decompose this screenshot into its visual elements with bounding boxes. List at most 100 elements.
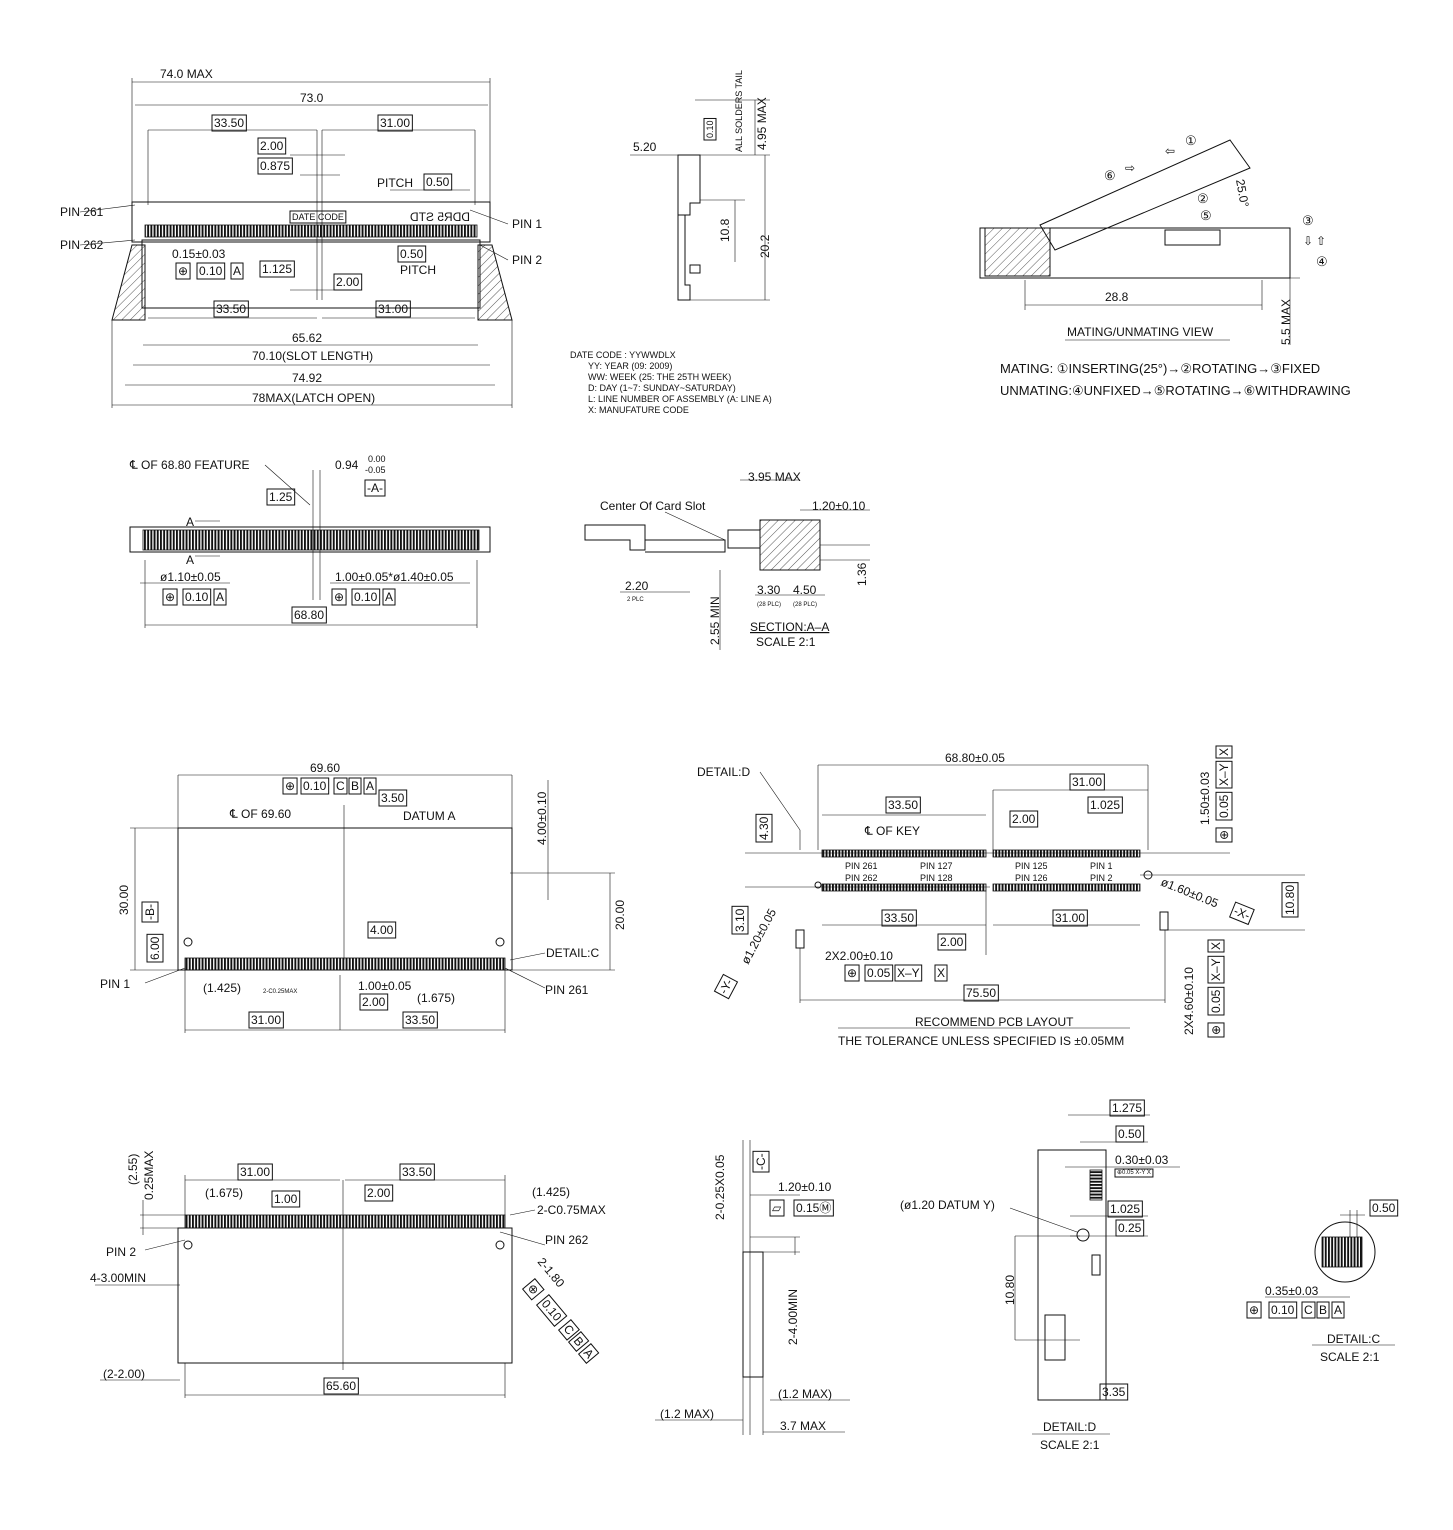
note-solder-tail: ALL SOLDERS TAIL [734, 70, 744, 152]
tolerance-value: 0.10 [354, 590, 378, 604]
dimension-box [793, 1199, 834, 1217]
position-tolerance-icon: ⊕ [1217, 830, 1231, 840]
dim-400-min: 2-4.00MIN [786, 1289, 800, 1345]
centerline-label: ℄ OF 69.60 [229, 807, 291, 821]
dim-angle: 25.0° [1233, 178, 1252, 208]
dim-chamfer: 2-C0.75MAX [537, 1203, 606, 1217]
dimension-box [1215, 760, 1233, 789]
tolerance-value: 0.10 [199, 264, 223, 278]
detail-d-pads [1089, 1169, 1103, 1201]
label-pin-2: PIN 2 [1090, 873, 1113, 883]
dimension-box [937, 933, 967, 951]
datum-a-box: -A- [367, 481, 383, 495]
dim-left-span-2: 33.50 [884, 911, 914, 925]
note-2-plc: 2 PLC [627, 597, 644, 603]
dim-400: 4.00 [370, 923, 394, 937]
dimension-box [348, 777, 362, 795]
datum-c-box: -C- [754, 1153, 768, 1170]
dimension-box [257, 137, 287, 155]
dim-hole-left: ø1.10±0.05 [160, 570, 221, 584]
dimension-box [1331, 1301, 1345, 1319]
dimension-box [713, 973, 739, 1000]
tolerance-value: 0.05 [1217, 794, 1231, 818]
dim-1675: (1.675) [205, 1186, 243, 1200]
dim-pitch: 0.50 [426, 175, 450, 189]
section-slot [727, 529, 761, 549]
mating-view-title: MATING/UNMATING VIEW [1067, 325, 1214, 339]
dimension-box [1215, 827, 1233, 843]
dim-450: 4.50 [793, 583, 817, 597]
dimension-box [367, 921, 397, 939]
ddr5-std-mark: DDR5 STD [410, 210, 470, 224]
dimension-box [1207, 939, 1225, 953]
bottom-contacts [184, 957, 506, 971]
dimension-box [359, 993, 389, 1011]
label-pin-126: PIN 126 [1015, 873, 1048, 883]
dimension-box [331, 588, 347, 606]
detail-d: 1.275 0.50 0.30±0.03 ⊕0.05 X-Y X (ø1.20 … [900, 1099, 1180, 1452]
note-28-plc: (28 PLC) [793, 602, 817, 608]
dimension-box [1369, 1199, 1399, 1217]
bottom-view: 69.60 ⊕ 0.10 C B A 3.50 ℄ OF 69.60 DATUM… [100, 761, 627, 1033]
dim-300-min: 4-3.00MIN [90, 1271, 146, 1285]
tolerance-datum: C [336, 779, 345, 793]
label-pin-128: PIN 128 [920, 873, 953, 883]
dim-right-span: 31.00 [380, 116, 410, 130]
dimension-box [423, 173, 453, 191]
dim-202: 20.2 [758, 234, 772, 258]
dim-136: 1.36 [855, 562, 869, 586]
position-tolerance-icon: ⊕ [847, 966, 857, 980]
dim-330: 3.30 [757, 583, 781, 597]
arrow-right-icon: ⇨ [1125, 161, 1135, 175]
dim-600: 6.00 [148, 936, 162, 960]
side-view: ALL SOLDERS TAIL 0.10 4.95 MAX 5.20 10.8… [630, 70, 772, 301]
center-slot-note: Center Of Card Slot [600, 499, 706, 513]
dimension-box [1246, 1301, 1262, 1319]
dimension-box [881, 909, 917, 927]
step-1-icon: ① [1185, 133, 1197, 148]
dim-1080: 10.80 [1003, 1275, 1017, 1305]
dimension-box [844, 964, 860, 982]
dimension-box [271, 1190, 301, 1208]
dim-span-right: 33.50 [402, 1165, 432, 1179]
label-pin-262: PIN 262 [545, 1233, 589, 1247]
position-tolerance-icon: ⊕ [285, 779, 295, 793]
dimension-box [248, 1011, 284, 1029]
tolerance-datum: B [351, 779, 359, 793]
date-code-legend: DATE CODE : YYWWDLX YY: YEAR (09: 2009) … [570, 350, 772, 415]
detail-d-slot [1044, 1314, 1066, 1361]
dimension-box [1087, 796, 1123, 814]
housing-section [984, 227, 1051, 277]
dim-035: 0.35±0.03 [1265, 1284, 1319, 1298]
dimension-box [333, 273, 363, 291]
dim-025-max: 0.25MAX [142, 1151, 156, 1200]
mount-hole [183, 937, 193, 947]
label-pin-262: PIN 262 [845, 873, 878, 883]
arrow-left-icon: ⇦ [1165, 144, 1175, 158]
dim-right-span-2: 31.00 [1055, 911, 1085, 925]
label-pin-261: PIN 261 [845, 861, 878, 871]
tolerance-datum: A [233, 264, 241, 278]
dim-left-span: 33.50 [888, 798, 918, 812]
dim-span-left: 31.00 [251, 1013, 281, 1027]
front-body [129, 526, 491, 553]
dim-span-right: 33.50 [405, 1013, 435, 1027]
top-view: 74.0 MAX 73.0 33.50 31.00 2.00 0.875 PIT… [60, 67, 542, 408]
dim-400-tol: 4.00±0.10 [535, 791, 549, 845]
tol-upper: 0.00 [368, 454, 386, 464]
label-pin-262: PIN 262 [60, 238, 104, 252]
dim-right-span: 31.00 [1072, 775, 1102, 789]
dim-12-max: (1.2 MAX) [660, 1407, 714, 1421]
dim-460: 2X4.60±0.10 [1182, 967, 1196, 1035]
dimension-box [864, 964, 894, 982]
dimension-box [213, 300, 249, 318]
datum-y-box: -Y- [716, 977, 735, 997]
dim-chamfer: 2-C0.25MAX [263, 989, 297, 995]
detail-d-scale: SCALE 2:1 [1040, 1438, 1100, 1452]
dimension-box [213, 588, 227, 606]
arrow-down-icon: ⇩ [1303, 234, 1313, 248]
dimension-box [1115, 1219, 1145, 1237]
dim-right-span-2: 31.00 [378, 302, 408, 316]
date-code-line: YY: YEAR (09: 2009) [588, 361, 672, 371]
step-3-icon: ③ [1302, 213, 1314, 228]
